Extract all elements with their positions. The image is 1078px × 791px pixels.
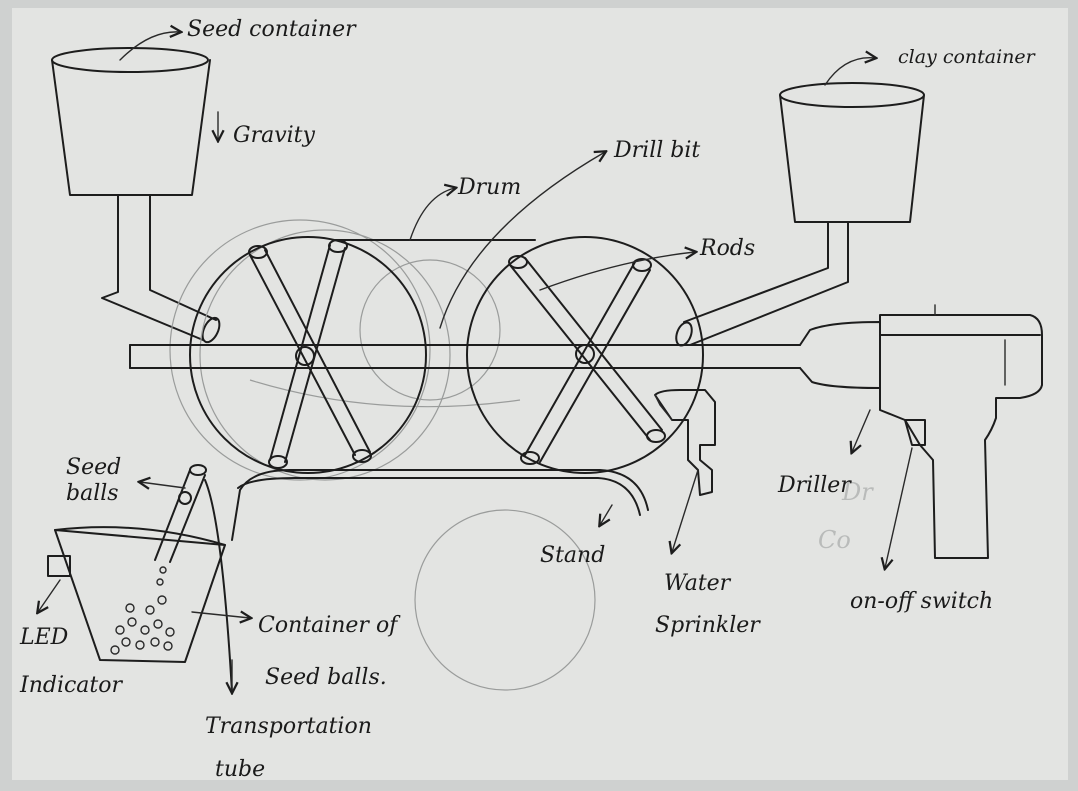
driller xyxy=(799,304,1043,559)
stand xyxy=(231,469,649,541)
label-led-2: Indicator xyxy=(19,673,124,698)
label-transport-1: Transportation xyxy=(205,714,372,739)
seed-ball-container xyxy=(47,526,226,663)
label-switch: on-off switch xyxy=(850,589,993,614)
label-seed-balls-2: balls xyxy=(66,481,119,506)
drum-assembly xyxy=(129,219,801,481)
label-sprinkler-1: Water xyxy=(664,571,732,596)
label-driller: Driller xyxy=(777,473,852,498)
ghost-text-1: Dr xyxy=(841,478,874,506)
label-rods: Rods xyxy=(699,236,755,261)
seed-container xyxy=(51,47,221,344)
label-drum: Drum xyxy=(457,175,521,200)
label-clay-container: clay container xyxy=(898,46,1037,68)
label-transport-2: tube xyxy=(215,757,265,782)
label-seed-balls-1: Seed xyxy=(66,455,121,480)
label-stand: Stand xyxy=(540,543,605,568)
transportation-tube xyxy=(154,464,233,693)
label-seed-container: Seed container xyxy=(187,17,357,42)
label-container-2: Seed balls. xyxy=(265,665,387,690)
label-container-1: Container of xyxy=(258,613,401,638)
water-sprinkler xyxy=(654,389,716,496)
pointer-arrows xyxy=(38,32,913,692)
paper-background xyxy=(12,8,1068,780)
clay-container xyxy=(675,82,925,347)
ghost-text-2: Co xyxy=(818,526,851,554)
label-sprinkler-2: Sprinkler xyxy=(655,613,761,638)
label-gravity: Gravity xyxy=(233,123,316,148)
bleed-through-marks: Dr Co xyxy=(249,259,874,691)
label-drill-bit: Drill bit xyxy=(613,138,700,163)
label-led-1: LED xyxy=(19,625,69,650)
